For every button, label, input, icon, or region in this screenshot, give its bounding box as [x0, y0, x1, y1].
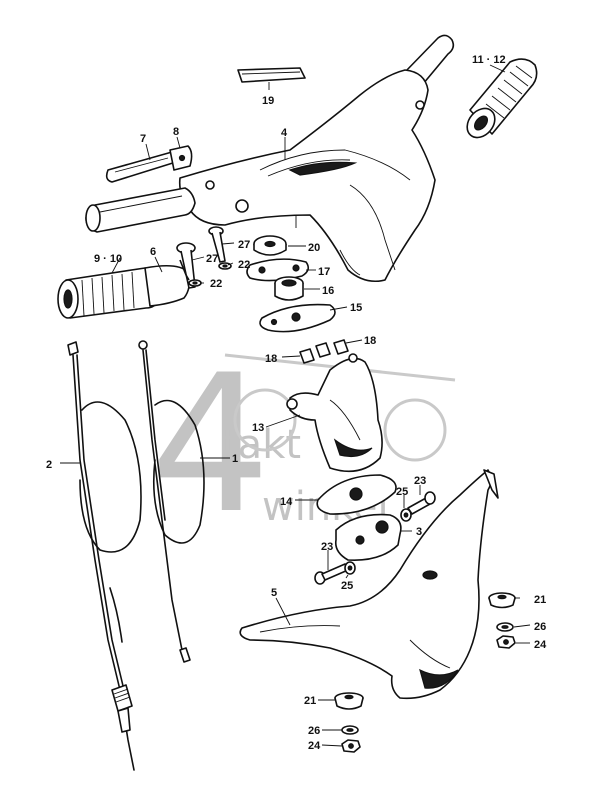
label-27b: 27: [206, 253, 218, 265]
part-5-lower-cover: [239, 469, 499, 700]
part-14-plate: [316, 474, 397, 515]
part-16-bush: [274, 276, 304, 301]
part-25-washer-lower: [344, 561, 356, 575]
part-1-cable: [138, 340, 205, 663]
label-25b: 25: [341, 580, 353, 592]
part-8-lever-holder: [169, 145, 193, 171]
part-21-rubber-right: [488, 592, 516, 609]
part-25-washer-upper: [400, 508, 412, 522]
label-3: 3: [416, 526, 422, 538]
part-22-washer-a: [218, 262, 232, 270]
part-24-nut-right: [496, 635, 516, 649]
label-15: 15: [350, 302, 362, 314]
part-11-12-right-grip: [466, 58, 538, 139]
label-13: 13: [252, 422, 264, 434]
part-26-washer-right: [496, 622, 514, 632]
label-26a: 26: [534, 621, 546, 633]
part-6-bolt: [176, 242, 196, 289]
label-6: 6: [150, 246, 156, 258]
part-21-rubber-bottom: [334, 692, 364, 710]
part-13-lower-housing: [286, 353, 383, 473]
part-15-plate: [259, 303, 336, 333]
part-7-lever: [105, 151, 178, 183]
watermark-digit: 4: [150, 334, 271, 555]
part-17-plate: [246, 258, 310, 282]
label-23b: 23: [321, 541, 333, 553]
label-18b: 18: [364, 335, 376, 347]
label-19: 19: [262, 95, 274, 107]
label-2: 2: [46, 459, 52, 471]
label-4: 4: [281, 127, 288, 139]
part-19-plate: [237, 67, 306, 83]
label-24a: 24: [534, 639, 547, 651]
part-22-washer-b: [188, 279, 202, 287]
part-26-washer-bottom: [341, 725, 359, 735]
watermark-logo: 4 takt winkel: [150, 334, 456, 555]
part-labels: 7 8 4 19 11 · 12 9 · 10 6 27 27 22 22 20…: [46, 54, 547, 752]
part-4-handlebar-upper-cover: [85, 34, 455, 283]
label-22a: 22: [238, 259, 250, 271]
label-20: 20: [308, 242, 320, 254]
label-26b: 26: [308, 725, 320, 737]
label-24b: 24: [308, 740, 321, 752]
part-3-block: [334, 513, 402, 562]
label-25a: 25: [396, 486, 408, 498]
leader-lines: [60, 64, 531, 747]
label-7: 7: [140, 133, 146, 145]
part-18-bush-pair-left: [299, 342, 331, 364]
label-11-12: 11 · 12: [472, 54, 506, 66]
label-5: 5: [271, 587, 277, 599]
part-24-nut-bottom: [341, 739, 361, 753]
part-2-cable: [67, 341, 142, 771]
label-8: 8: [173, 126, 179, 138]
label-27a: 27: [238, 239, 250, 251]
part-27-bolt-b: [179, 259, 190, 281]
part-18-bush-right: [333, 339, 349, 355]
label-9-10: 9 · 10: [94, 253, 122, 265]
part-23-bolt-upper: [407, 491, 436, 515]
label-22b: 22: [210, 278, 222, 290]
label-1: 1: [232, 453, 238, 465]
part-27-bolt-a: [208, 226, 226, 263]
part-9-10-left-grip: [57, 264, 191, 319]
label-17: 17: [318, 266, 330, 278]
label-16: 16: [322, 285, 334, 297]
label-21b: 21: [304, 695, 316, 707]
label-18a: 18: [265, 353, 277, 365]
part-20-nut: [253, 235, 287, 256]
label-21a: 21: [534, 594, 546, 606]
label-23a: 23: [414, 475, 426, 487]
label-14: 14: [280, 496, 293, 508]
